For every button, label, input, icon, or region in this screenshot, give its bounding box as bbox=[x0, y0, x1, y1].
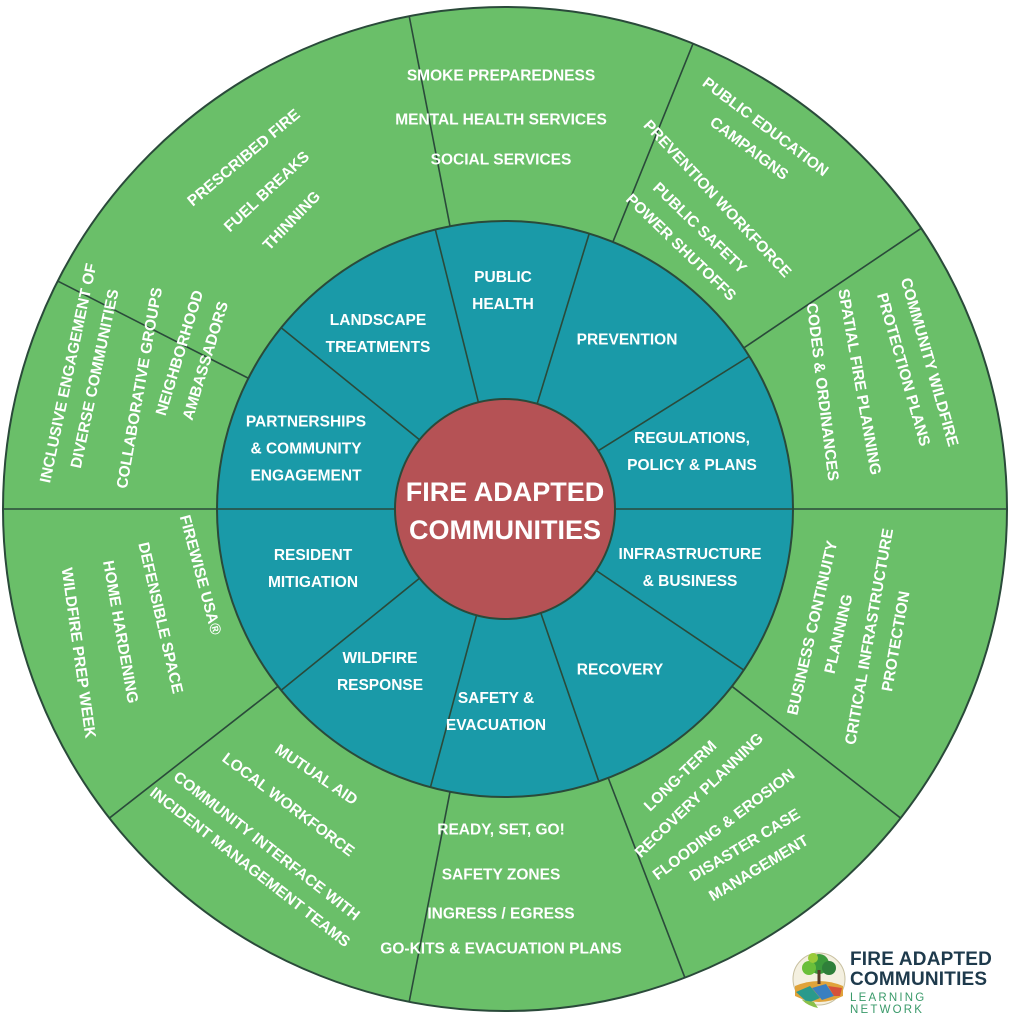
inner-divider bbox=[280, 327, 421, 441]
inner-segment-label: PARTNERSHIPS & COMMUNITY ENGAGEMENT bbox=[246, 414, 366, 485]
inner-segment-label-line: & COMMUNITY bbox=[250, 441, 362, 458]
inner-divider bbox=[280, 577, 421, 691]
inner-segment-label-line: LANDSCAPE bbox=[330, 312, 426, 329]
inner-segment-label-line: SAFETY & bbox=[458, 690, 534, 707]
inner-divider bbox=[540, 612, 600, 782]
logo-subtitle: LEARNING NETWORK bbox=[850, 992, 927, 1016]
inner-segment-label-line: HEALTH bbox=[472, 296, 534, 313]
inner-segment-label-line: & BUSINESS bbox=[643, 573, 738, 590]
outer-divider bbox=[108, 685, 279, 819]
inner-segment-label-line: PARTNERSHIPS bbox=[246, 414, 366, 431]
outer-segment-item: SAFETY ZONES bbox=[442, 867, 561, 884]
outer-segment-item: MENTAL HEALTH SERVICES bbox=[395, 112, 607, 129]
outer-segment-item: SOCIAL SERVICES bbox=[431, 152, 572, 169]
inner-segment-label-line: WILDFIRE bbox=[343, 650, 418, 667]
inner-divider bbox=[597, 355, 750, 452]
inner-segment-label-line: RESIDENT bbox=[274, 547, 353, 564]
outer-segment-item-line: GO-KITS & EVACUATION PLANS bbox=[380, 941, 621, 958]
inner-divider bbox=[595, 569, 745, 671]
inner-segment-label-line: RECOVERY bbox=[577, 662, 664, 679]
inner-divider bbox=[429, 615, 478, 788]
outer-divider bbox=[57, 280, 249, 379]
inner-segment-label-line: MITIGATION bbox=[268, 574, 358, 591]
outer-segment-item-line: READY, SET, GO! bbox=[437, 822, 564, 839]
inner-segment-label-line: TREATMENTS bbox=[326, 339, 431, 356]
inner-segment-label-line: REGULATIONS, bbox=[634, 430, 750, 447]
center-title-line: FIRE ADAPTED bbox=[406, 477, 605, 507]
inner-segment-label-line: ENGAGEMENT bbox=[250, 468, 362, 485]
inner-segment-label: RECOVERY bbox=[577, 662, 664, 679]
inner-segment-label-line: PUBLIC bbox=[474, 269, 532, 286]
outer-segment-item: INGRESS / EGRESS bbox=[427, 906, 574, 923]
center-circle bbox=[394, 398, 616, 620]
inner-segment-label-line: INFRASTRUCTURE bbox=[619, 546, 762, 563]
outer-segment-item-line: SAFETY ZONES bbox=[442, 867, 561, 884]
outer-divider bbox=[408, 16, 451, 227]
outer-segment-item: SMOKE PREPAREDNESS bbox=[407, 68, 595, 85]
outer-segment-item-line: SOCIAL SERVICES bbox=[431, 152, 572, 169]
outer-divider bbox=[607, 777, 686, 978]
inner-segment-label: PREVENTION bbox=[577, 332, 678, 349]
inner-segment-label: WILDFIRE RESPONSE bbox=[337, 650, 423, 694]
outer-divider bbox=[743, 227, 922, 349]
outer-segment-item-line: MENTAL HEALTH SERVICES bbox=[395, 112, 607, 129]
outer-divider bbox=[731, 685, 902, 819]
inner-segment-label-line: EVACUATION bbox=[446, 717, 546, 734]
logo-title: FIRE ADAPTED COMMUNITIES bbox=[850, 949, 993, 990]
center-title: FIRE ADAPTED COMMUNITIES bbox=[406, 477, 605, 545]
inner-divider bbox=[536, 233, 590, 405]
inner-segment-label: SAFETY & EVACUATION bbox=[446, 690, 546, 734]
outer-divider bbox=[408, 791, 451, 1002]
inner-segment-label-line: RESPONSE bbox=[337, 677, 423, 694]
inner-segment-label: LANDSCAPE TREATMENTS bbox=[326, 312, 431, 356]
inner-segment-label: REGULATIONS, POLICY & PLANS bbox=[627, 430, 757, 474]
center-title-line: COMMUNITIES bbox=[409, 515, 601, 545]
outer-segment-item: GO-KITS & EVACUATION PLANS bbox=[380, 941, 621, 958]
inner-divider bbox=[434, 229, 480, 403]
inner-segment-label-line: PREVENTION bbox=[577, 332, 678, 349]
fac-learning-network-logo: FIRE ADAPTED COMMUNITIES LEARNING NETWOR… bbox=[790, 946, 1005, 1016]
inner-segment-label: RESIDENT MITIGATION bbox=[268, 547, 358, 591]
outer-segment-item: READY, SET, GO! bbox=[437, 822, 564, 839]
tree-landscape-logo-icon bbox=[792, 952, 846, 1008]
inner-segment-label: PUBLIC HEALTH bbox=[472, 269, 534, 313]
inner-segment-label-line: POLICY & PLANS bbox=[627, 457, 757, 474]
outer-segment-item-line: SMOKE PREPAREDNESS bbox=[407, 68, 595, 85]
outer-divider bbox=[612, 43, 694, 243]
inner-segment-label: INFRASTRUCTURE & BUSINESS bbox=[619, 546, 762, 590]
outer-segment-item-line: INGRESS / EGRESS bbox=[427, 906, 574, 923]
